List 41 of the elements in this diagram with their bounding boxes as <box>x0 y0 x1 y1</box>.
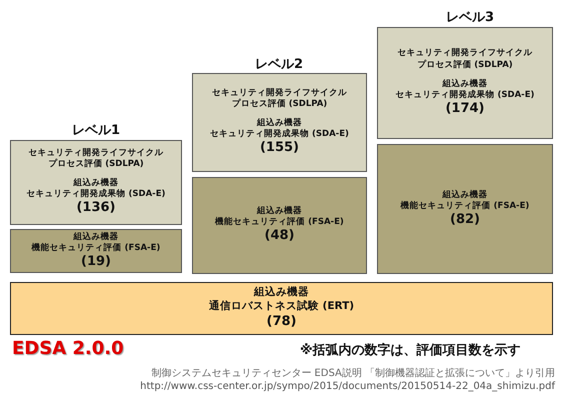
category-text: 組込み機器 <box>442 190 488 201</box>
note-text: ※括弧内の数字は、評価項目数を示す <box>300 342 521 359</box>
category-text: 組込み機器 <box>74 178 118 188</box>
source-text: 制御システムセキュリティセンター EDSA説明 「制御機器認証と拡張について」より引用 <box>151 366 555 380</box>
category-text: 組込み機器 <box>442 78 488 90</box>
level-box <box>377 144 553 274</box>
item-count: (174) <box>445 100 485 118</box>
category-text: 組込み機器 <box>74 232 118 243</box>
category-text: 組込み機器 <box>257 206 302 217</box>
version-title: EDSA 2.0.0 <box>12 338 124 359</box>
level-box <box>10 229 182 273</box>
item-count: (82) <box>450 212 480 228</box>
category-text: 通信ロバストネス試験 (ERT) <box>208 300 354 314</box>
category-text: プロセス評価 (SDLPA) <box>232 99 328 110</box>
category-text: セキュリティ開発成果物 (SDA-E) <box>26 189 166 200</box>
category-text: 組込み機器 <box>254 286 309 300</box>
category-text: プロセス評価 (SDLPA) <box>417 60 513 71</box>
category-text: 組込み機器 <box>257 118 302 128</box>
level-heading: レベル1 <box>72 122 120 139</box>
category-text: 機能セキュリティ評価 (FSA-E) <box>32 242 160 254</box>
category-text: セキュリティ開発ライフサイクル <box>212 88 347 98</box>
level-heading: レベル3 <box>446 9 494 26</box>
level-box <box>192 73 367 172</box>
category-text: 機能セキュリティ評価 (FSA-E) <box>400 200 530 212</box>
category-text: 機能セキュリティ評価 (FSA-E) <box>215 217 344 228</box>
level-box <box>192 177 367 274</box>
category-text: セキュリティ開発成果物 (SDA-E) <box>210 129 349 140</box>
level-box <box>377 27 553 139</box>
item-count: (48) <box>264 228 294 245</box>
item-count: (136) <box>76 200 116 218</box>
item-count: (78) <box>266 314 296 331</box>
category-text: セキュリティ開発ライフサイクル <box>28 148 164 158</box>
category-text: セキュリティ開発ライフサイクル <box>398 48 532 60</box>
category-text: プロセス評価 (SDLPA) <box>48 159 144 170</box>
source-url: http://www.css-center.or.jp/sympo/2015/documents/20150514-22_04a_shimizu.pdf <box>140 381 555 392</box>
category-text: セキュリティ開発成果物 (SDA-E) <box>396 90 534 101</box>
item-count: (155) <box>260 140 300 158</box>
level-box <box>10 140 182 225</box>
level-heading: レベル2 <box>254 56 304 73</box>
level-box <box>10 282 553 335</box>
item-count: (19) <box>81 254 111 270</box>
